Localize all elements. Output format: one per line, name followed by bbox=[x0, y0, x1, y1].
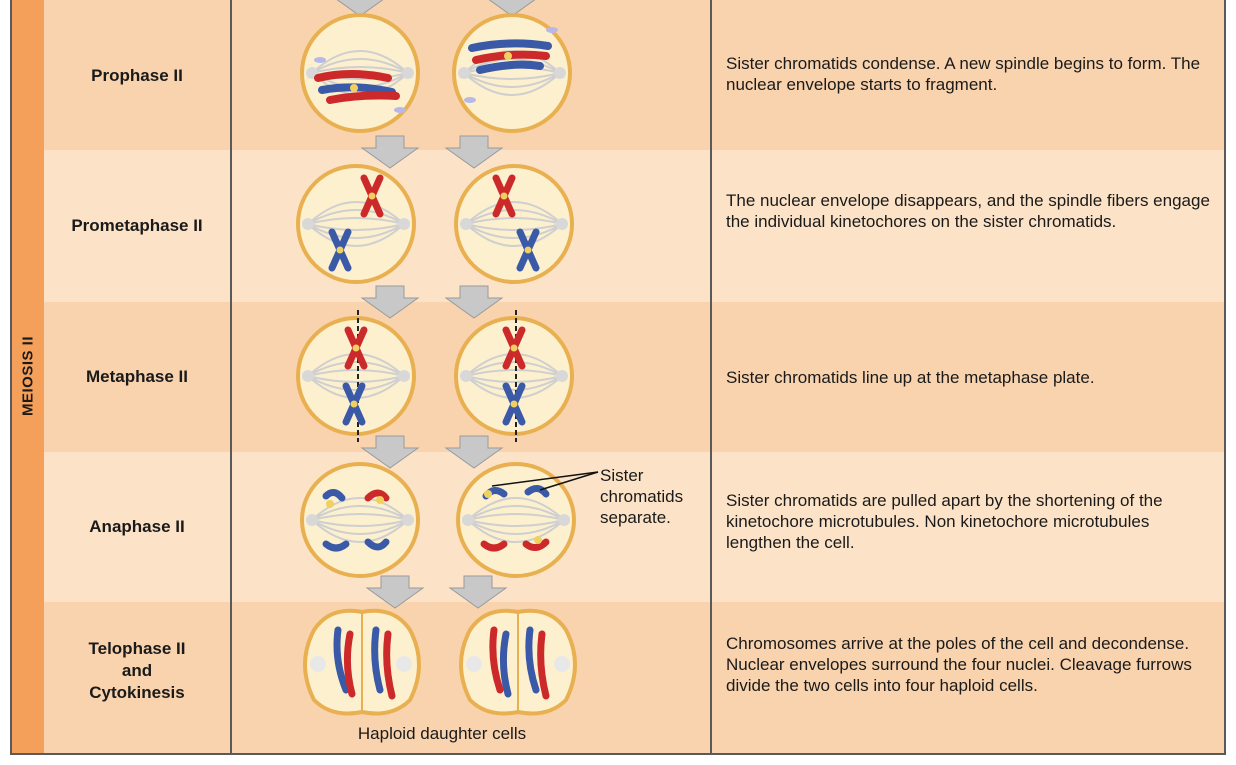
flow-arrow bbox=[445, 285, 503, 319]
phase-description: Sister chromatids condense. A new spindl… bbox=[726, 54, 1201, 94]
figure-caption: Haploid daughter cells bbox=[357, 724, 527, 743]
row-prophase bbox=[44, 0, 1224, 150]
anaphase-cell bbox=[300, 462, 420, 578]
flow-arrow bbox=[361, 285, 419, 319]
telophase-cell bbox=[303, 608, 421, 716]
side-band bbox=[12, 0, 44, 753]
phase-name: Anaphase II bbox=[89, 517, 185, 536]
phase-name: Telophase II and Cytokinesis bbox=[88, 639, 186, 702]
phase-name: Metaphase II bbox=[85, 367, 189, 386]
prophase-cell bbox=[452, 13, 572, 133]
divider-right bbox=[710, 0, 712, 753]
sister-chromatids-label: Sister chromatids separate. bbox=[600, 466, 684, 527]
prometaphase-cell bbox=[454, 164, 574, 284]
row-metaphase bbox=[44, 302, 1224, 452]
flow-arrow bbox=[445, 135, 503, 169]
table-frame bbox=[10, 0, 1226, 755]
flow-arrow bbox=[449, 575, 507, 609]
row-prometaphase bbox=[44, 150, 1224, 302]
prometaphase-cell bbox=[296, 164, 416, 284]
phase-name: Prometaphase II bbox=[71, 216, 203, 235]
phase-description: Chromosomes arrive at the poles of the c… bbox=[726, 634, 1192, 695]
flow-arrow bbox=[445, 435, 503, 469]
row-anaphase bbox=[44, 452, 1224, 602]
phase-description: Sister chromatids are pulled apart by th… bbox=[726, 491, 1163, 552]
phase-description: The nuclear envelope disappears, and the… bbox=[726, 191, 1210, 231]
anaphase-cell bbox=[456, 462, 599, 578]
phase-name: Prophase II bbox=[91, 66, 183, 85]
flow-arrow bbox=[366, 575, 424, 609]
telophase-cell bbox=[459, 608, 577, 716]
row-telophase bbox=[44, 602, 1224, 753]
phase-description: Sister chromatids line up at the metapha… bbox=[726, 368, 1095, 387]
divider-left bbox=[230, 0, 232, 753]
metaphase-cell bbox=[296, 310, 416, 442]
flow-arrow bbox=[361, 135, 419, 169]
metaphase-cell bbox=[454, 310, 574, 442]
prophase-cell bbox=[300, 13, 420, 133]
